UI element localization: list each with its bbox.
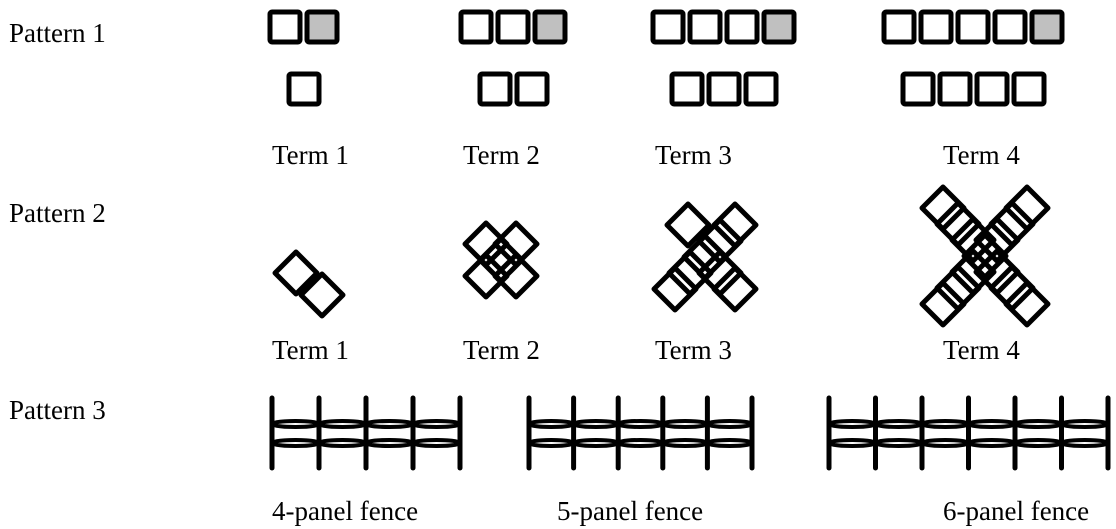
pattern-3-fence-1-rail <box>317 419 368 429</box>
pattern-1-term-4-top-square <box>881 9 917 45</box>
pattern-2-term-4-diamond <box>934 200 982 248</box>
pattern-2-label: Pattern 2 <box>9 198 106 228</box>
pattern-1-term-4-top-square <box>1029 9 1065 45</box>
pattern-2-term-4-diamond <box>988 200 1036 248</box>
pattern-3-fence-5-label: 5-panel fence <box>557 496 704 526</box>
pattern-2-term-4-diamond <box>961 232 1009 280</box>
pattern-1-term-2-top-square <box>458 9 494 45</box>
pattern-3-figures <box>269 395 1111 471</box>
pattern-3-fence-4-label: 4-panel fence <box>272 496 419 526</box>
pattern-1-term-3-top-square <box>761 9 797 45</box>
pattern-3-fence-3-rail <box>1013 438 1064 448</box>
pattern-3-fence-1-rail <box>411 419 462 429</box>
pattern-1-term-2-bottom-square <box>514 71 550 107</box>
pattern-1-term-4-bottom-square <box>937 71 973 107</box>
pattern-2-term-3-diamond <box>664 201 712 249</box>
pattern-3-fence-3-rail <box>1059 438 1110 448</box>
pattern-2-term-4-diamond <box>988 264 1036 312</box>
pattern-2-term-4-diamond <box>934 264 982 312</box>
pattern-2-term-2-diamond <box>462 220 510 268</box>
pattern-1-term-2-top-square <box>495 9 531 45</box>
pattern-3-fence-2-rail <box>527 419 576 429</box>
pattern-1-term-4-top-square <box>992 9 1028 45</box>
pattern-3-fence-2-rail <box>705 438 755 448</box>
pattern-1-label: Pattern 1 <box>9 18 106 48</box>
pattern-2-term-4-diamond <box>949 216 997 264</box>
pattern-3-fence-2-rail <box>571 438 621 448</box>
pattern-2-term-3-diamond <box>696 249 744 297</box>
pattern-3-fence-2-rail <box>660 438 710 448</box>
pattern-2-term-4-diamond <box>1003 280 1051 328</box>
pattern-2-figures <box>272 184 1051 328</box>
pattern-3-label: Pattern 3 <box>9 395 106 425</box>
pattern-3-fence-3-rail <box>873 438 924 448</box>
pattern-1-term-4-label: Term 4 <box>943 140 1020 170</box>
pattern-1-term-2-label: Term 2 <box>463 140 540 170</box>
pattern-2-term-2-diamond <box>492 220 540 268</box>
pattern-3-fence-2-rail <box>527 438 576 448</box>
pattern-1-term-3-top-square <box>650 9 686 45</box>
pattern-3-fence-1-rail <box>364 419 415 429</box>
pattern-2-term-2-diamond <box>492 252 540 300</box>
pattern-3-fence-2-rail <box>660 419 710 429</box>
pattern-3-fence-3-rail <box>966 438 1017 448</box>
pattern-2-term-3-diamond <box>711 265 759 313</box>
pattern-1-term-3-top-square <box>687 9 723 45</box>
pattern-2-term-4-diamond <box>919 184 967 232</box>
pattern-3-fence-3-rail <box>827 419 878 429</box>
pattern-2-term-2-label: Term 2 <box>463 335 540 365</box>
pattern-2-term-2-diamond <box>477 236 525 284</box>
pattern-2-term-4-diamond <box>973 216 1021 264</box>
pattern-2-term-3-diamond <box>711 201 759 249</box>
pattern-1-term-3-bottom-square <box>669 71 705 107</box>
pattern-1-term-4-top-square <box>955 9 991 45</box>
pattern-1-term-1-label: Term 1 <box>272 140 349 170</box>
pattern-3-fence-6-label: 6-panel fence <box>943 496 1090 526</box>
pattern-2-term-3-diamond <box>666 249 714 297</box>
pattern-2-term-4-label: Term 4 <box>943 335 1020 365</box>
pattern-3-fence-3-rail <box>966 419 1017 429</box>
pattern-1-term-1-top-square <box>304 9 340 45</box>
pattern-3-fence-1-rail <box>270 419 321 429</box>
pattern-1-term-3-label: Term 3 <box>655 140 732 170</box>
pattern-1-term-4-top-square <box>918 9 954 45</box>
pattern-1-term-1-top-square <box>267 9 303 45</box>
pattern-3-fence-1-rail <box>270 438 321 448</box>
pattern-2-term-4-diamond <box>919 280 967 328</box>
pattern-1-term-2-bottom-square <box>477 71 513 107</box>
pattern-2-term-1-label: Term 1 <box>272 335 349 365</box>
pattern-2-term-3-diamond <box>651 265 699 313</box>
pattern-3-fence-3-rail <box>827 438 878 448</box>
pattern-3-fence-2-rail <box>571 419 621 429</box>
pattern-2-term-1-diamond <box>298 271 346 319</box>
pattern-3-fence-3-rail <box>1059 419 1110 429</box>
pattern-1-term-4-bottom-square <box>1011 71 1047 107</box>
pattern-1-term-3-top-square <box>724 9 760 45</box>
pattern-2-term-1-diamond <box>272 249 320 297</box>
pattern-1-term-4-bottom-square <box>900 71 936 107</box>
pattern-3-fence-3-rail <box>1013 419 1064 429</box>
pattern-1-term-2-top-square <box>532 9 568 45</box>
pattern-3-fence-1-rail <box>364 438 415 448</box>
pattern-3-fence-2-rail <box>616 438 665 448</box>
pattern-3-fence-1-rail <box>317 438 368 448</box>
pattern-3-fence-3-rail <box>920 438 971 448</box>
pattern-3-fence-3-rail <box>873 419 924 429</box>
pattern-2-term-2-diamond <box>462 252 510 300</box>
pattern-3-fence-2-rail <box>616 419 665 429</box>
pattern-3-fence-1-rail <box>411 438 462 448</box>
pattern-1-term-3-bottom-square <box>706 71 742 107</box>
pattern-1-figures <box>267 9 1065 107</box>
pattern-3-fence-2-rail <box>705 419 755 429</box>
pattern-2-term-4-diamond <box>1003 184 1051 232</box>
pattern-1-term-3-bottom-square <box>743 71 779 107</box>
pattern-2-term-3-label: Term 3 <box>655 335 732 365</box>
pattern-1-term-1-bottom-square <box>286 71 322 107</box>
pattern-3-fence-3-rail <box>920 419 971 429</box>
pattern-1-term-4-bottom-square <box>974 71 1010 107</box>
